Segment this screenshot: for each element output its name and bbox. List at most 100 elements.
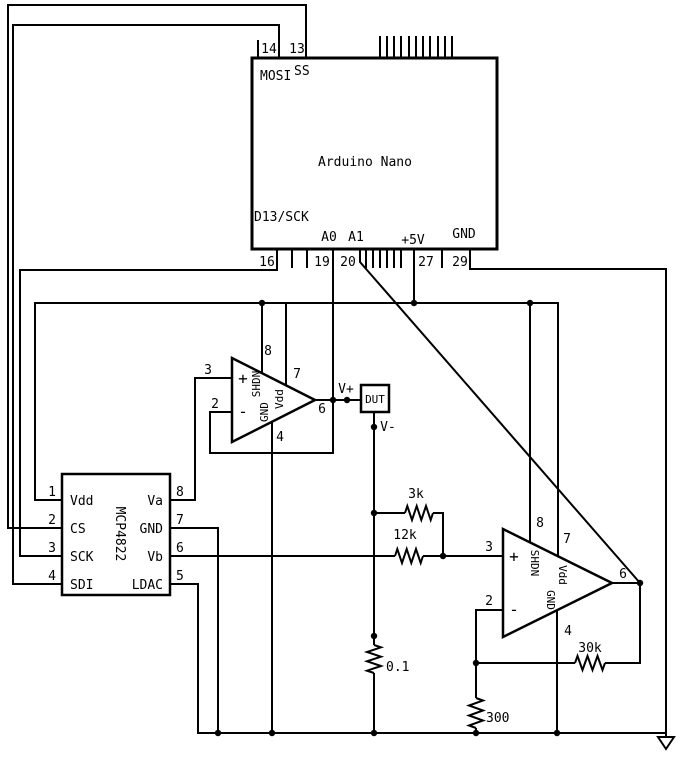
opamp2-pin7-number: 7 [563,532,571,547]
wire-a1-diagonal [359,249,641,584]
arduino-a0-label: A0 [321,230,337,245]
arduino-pin14-number: 14 [261,42,277,57]
junction-dot [343,396,351,404]
arduino-gnd-label: GND [452,227,476,242]
junction-dot [526,299,534,307]
dut-label: DUT [365,393,385,406]
resistor-3k-value: 3k [408,487,424,502]
arduino-d13sck-label: D13/SCK [254,210,309,225]
resistor-12k-value: 12k [393,528,417,543]
wire-ss-to-cs [7,4,307,529]
junction-dot [370,729,378,737]
wire-5v-rail [34,302,559,556]
mcp4822-body [60,472,172,597]
arduino-a1-label: A1 [348,230,364,245]
wire-bottom-rail-ldac [170,583,666,734]
opamp2-shdn-label: SHDN [528,550,541,577]
arduino-bottom-pin-stubs [291,249,443,268]
arduino-mosi-label: MOSI [260,69,291,84]
opamp2-body [501,526,615,640]
wire-arduino-gnd [469,249,667,737]
arduino-pin29-number: 29 [452,255,468,270]
opamp2-pin8-number: 8 [536,516,544,531]
dac-pin8-number: 8 [176,485,184,500]
wire-d13sck-to-sck [19,249,278,557]
arduino-top-pin-stubs [379,36,453,58]
dac-ldac-label: LDAC [132,578,163,593]
resistor-bodies [363,502,606,729]
opamp1-shdn-label: SHDN [250,371,263,398]
opamp1-body [230,355,318,445]
junction-dot [214,729,222,737]
junction-dot [370,632,378,640]
arduino-5v-label: +5V [401,233,425,248]
opamp2-pin2-number: 2 [485,594,493,609]
resistor-12k-body [394,545,424,567]
net-vminus-label: V- [380,420,396,435]
resistor-0.1-body [363,644,385,674]
opamp1-pin7-number: 7 [293,367,301,382]
opamp1-pin2-number: 2 [211,397,219,412]
opamp2-vdd-label: Vdd [556,565,569,585]
junction-dot [258,299,266,307]
arduino-nano-body [250,56,499,251]
junction-dot [329,396,337,404]
arduino-pin13-number: 13 [289,42,305,57]
opamp2-pin4-number: 4 [564,624,572,639]
dac-vdd-label: Vdd [70,494,93,509]
dac-title: MCP4822 [112,507,127,562]
junction-dot [472,659,480,667]
dac-pin1-number: 1 [48,485,56,500]
wire-a0-feedback [209,249,334,454]
wire-opamp2-minus-in [475,609,503,663]
opamp1-minus-sign: - [238,402,248,421]
dac-sck-label: SCK [70,550,94,565]
wires [7,4,667,737]
opamp2-pin3-number: 3 [485,540,493,555]
resistor-0.1-value: 0.1 [386,660,409,675]
dac-pin4-number: 4 [48,569,56,584]
opamp2-minus-sign: - [509,600,519,619]
wire-30k-right [605,583,641,664]
dac-pin5-number: 5 [176,569,184,584]
resistor-30k-body [574,653,606,673]
dac-pin3-number: 3 [48,541,56,556]
opamp1-gnd-label: GND [258,402,271,422]
dac-cs-label: CS [70,522,86,537]
junction-dot [439,552,447,560]
opamp2-plus-sign: + [509,547,519,566]
resistor-3k-body [404,502,434,524]
opamp1-vdd-label: Vdd [273,389,286,409]
arduino-pin19-number: 19 [314,255,330,270]
junction-dot [553,729,561,737]
junction-dot [370,509,378,517]
wire-dac-gnd [170,527,219,733]
wire-mosi-to-sdi [12,24,280,585]
arduino-pin16-number: 16 [259,255,275,270]
arduino-pin20-number: 20 [340,255,356,270]
opamp2-pin6-number: 6 [619,567,627,582]
ground-symbol [656,736,676,751]
dac-pin6-number: 6 [176,541,184,556]
arduino-ss-label: SS [294,64,310,79]
opamp1-pin6-number: 6 [318,402,326,417]
arduino-pin27-number: 27 [418,255,434,270]
wire-3k-right [433,512,444,556]
resistor-300-body [466,697,486,729]
dac-pin7-number: 7 [176,513,184,528]
dac-pin2-number: 2 [48,513,56,528]
opamp1-pin4-number: 4 [276,430,284,445]
wire-va-to-plus [170,377,232,501]
resistor-300-value: 300 [486,711,509,726]
junction-dots [214,299,644,737]
dac-sdi-label: SDI [70,578,93,593]
junction-dot [268,729,276,737]
arduino-title: Arduino Nano [318,155,412,170]
opamp1-pin3-number: 3 [204,363,212,378]
dac-va-label: Va [147,494,163,509]
junction-dot [410,299,418,307]
junction-dot [472,729,480,737]
dut-body [359,383,391,414]
